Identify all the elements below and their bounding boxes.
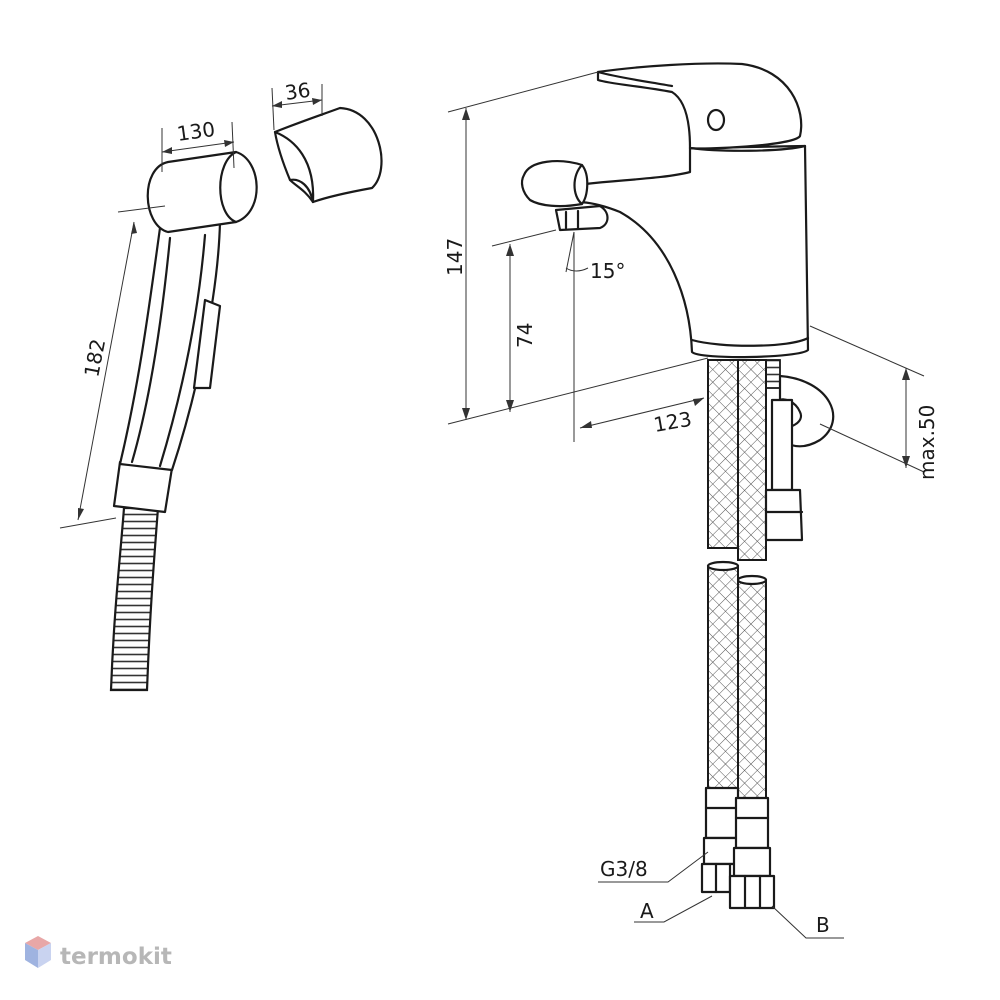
faucet-height-label: 147 xyxy=(443,238,467,276)
shower-head xyxy=(146,150,258,234)
watermark-text: termokit xyxy=(60,944,172,970)
hose-fittings xyxy=(700,786,776,910)
hose-b-label: B xyxy=(816,913,830,937)
faucet-body xyxy=(520,62,810,359)
trigger-lever xyxy=(192,298,222,390)
spring-hose xyxy=(109,506,160,692)
wall-holder xyxy=(273,106,383,204)
dimension-lines-shower xyxy=(59,84,323,529)
dimension-lines-faucet xyxy=(447,71,925,473)
spout-height-label: 74 xyxy=(513,323,537,348)
hand-shower xyxy=(109,150,258,692)
watermark: termokit xyxy=(25,936,172,970)
thread-label: G3/8 xyxy=(600,857,648,881)
hexagon-cube-icon xyxy=(25,936,51,968)
holder-width-label: 36 xyxy=(283,78,312,105)
max-thickness-label: max.50 xyxy=(915,405,939,480)
mounting-bracket xyxy=(764,374,835,542)
hose-a-label: A xyxy=(640,899,654,923)
leader-lines xyxy=(598,851,844,939)
flexible-hoses xyxy=(706,359,781,799)
handle-width-label: 130 xyxy=(175,117,216,146)
spout-angle-label: 15° xyxy=(590,259,625,283)
spout-reach-label: 123 xyxy=(652,407,694,437)
